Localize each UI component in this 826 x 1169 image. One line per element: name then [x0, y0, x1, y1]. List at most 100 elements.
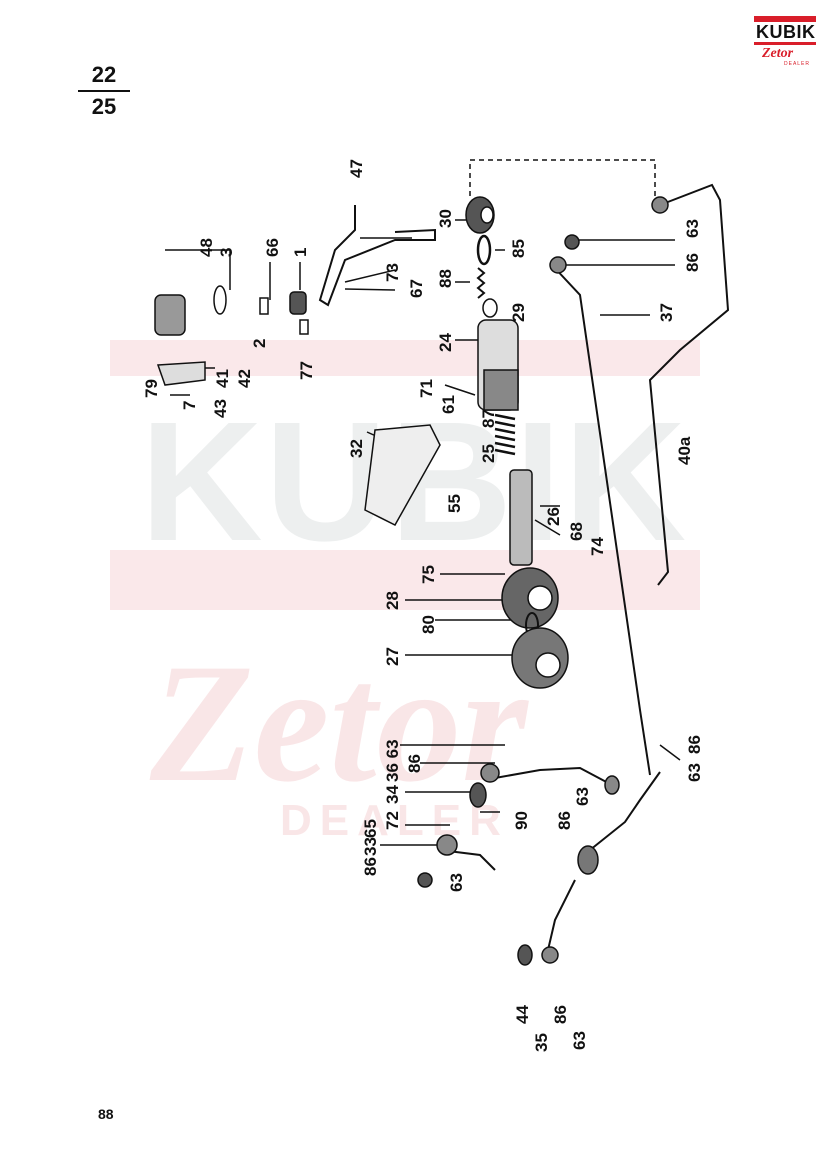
part-union: [577, 845, 599, 875]
pipe-upper-mid: [494, 766, 613, 786]
kubik-zetor-logo: KUBIK Zetor DEALER: [754, 16, 816, 68]
callout-61: 61: [439, 395, 458, 414]
pipe-lower-right: [589, 771, 661, 851]
pipe-40a: [648, 183, 730, 586]
callout-86e: 86: [555, 811, 574, 830]
callout-86a: 86: [683, 253, 702, 272]
part-34: [469, 782, 487, 808]
callout-86f: 86: [551, 1005, 570, 1024]
part-banjo-right: [604, 775, 620, 795]
part-63-left: [417, 872, 433, 888]
part-85: [476, 234, 492, 266]
part-41: [156, 361, 206, 386]
part-48: [154, 294, 186, 336]
callout-40a: 40a: [675, 436, 694, 465]
callout-86b: 86: [405, 754, 424, 773]
callout-3: 3: [217, 248, 236, 257]
part-30: [465, 196, 495, 234]
callout-72: 72: [383, 811, 402, 830]
callout-2: 2: [250, 339, 269, 348]
callout-86c: 86: [361, 857, 380, 876]
leader-73: [344, 269, 396, 283]
callout-48: 48: [197, 238, 216, 257]
part-77: [299, 319, 309, 335]
part-banjo-mid: [549, 256, 567, 274]
logo-bar-mid: [754, 42, 816, 45]
callout-37: 37: [657, 303, 676, 322]
leader-67: [344, 288, 396, 291]
callout-47: 47: [347, 159, 366, 178]
callout-43: 43: [211, 399, 230, 418]
fraction-denominator: 25: [91, 94, 117, 119]
callout-75: 75: [419, 565, 438, 584]
part-33: [436, 834, 458, 856]
lever-47: [318, 205, 436, 307]
callout-90: 90: [512, 811, 531, 830]
callout-77: 77: [297, 361, 316, 380]
callout-74: 74: [588, 537, 607, 556]
callout-44: 44: [513, 1005, 532, 1024]
callout-87: 87: [479, 409, 498, 428]
callout-27: 27: [383, 647, 402, 666]
dashed-connector: [469, 159, 656, 200]
callout-28: 28: [383, 591, 402, 610]
callout-79: 79: [142, 379, 161, 398]
callout-35: 35: [532, 1033, 551, 1052]
page-number: 88: [98, 1106, 114, 1122]
logo-brand: KUBIK: [756, 22, 816, 42]
callout-63f: 63: [570, 1031, 589, 1050]
callout-63e: 63: [573, 787, 592, 806]
callout-73: 73: [383, 263, 402, 282]
part-66: [259, 297, 269, 315]
part-88: [476, 267, 486, 299]
logo-sub: Zetor: [762, 46, 794, 61]
part-1: [289, 291, 307, 315]
callout-36-63: 36 63: [383, 739, 402, 782]
callout-55: 55: [445, 494, 464, 513]
callout-26: 26: [544, 507, 563, 526]
callout-71: 71: [417, 379, 436, 398]
part-35: [541, 946, 559, 964]
callout-80: 80: [419, 615, 438, 634]
part-36: [480, 763, 500, 783]
callout-34: 34: [383, 785, 402, 804]
callout-67: 67: [407, 279, 426, 298]
callout-88: 88: [436, 269, 455, 288]
part-banjo-top: [651, 196, 669, 214]
logo-bar-top: [754, 16, 816, 22]
pipe-37: [551, 264, 651, 776]
callout-63a: 63: [683, 219, 702, 238]
callout-25: 25: [479, 444, 498, 463]
part-bolt-63: [564, 234, 580, 250]
callout-63c: 63: [447, 873, 466, 892]
fraction-numerator: 22: [91, 62, 117, 87]
callout-30: 30: [436, 209, 455, 228]
callout-85: 85: [509, 239, 528, 258]
part-44: [517, 944, 533, 966]
part-3: [213, 285, 227, 315]
callout-29: 29: [509, 303, 528, 322]
callout-41: 41: [213, 369, 232, 388]
fraction-line: [78, 90, 130, 92]
callout-32: 32: [347, 439, 366, 458]
callout-24: 24: [436, 333, 455, 352]
page-fraction: 22 25: [78, 62, 130, 120]
leader-68: [534, 519, 561, 536]
logo-tag: DEALER: [784, 61, 811, 67]
part-26: [509, 469, 533, 566]
callout-65: 65: [361, 819, 380, 838]
leader-71: [444, 384, 476, 396]
callout-66: 66: [263, 238, 282, 257]
pipe-lower-left: [547, 879, 576, 951]
leader-86d: [659, 744, 681, 761]
callout-86d: 86: [685, 735, 704, 754]
part-25-coil: [494, 413, 516, 456]
callout-68: 68: [567, 522, 586, 541]
callout-7: 7: [180, 401, 199, 410]
callout-1: 1: [291, 248, 310, 257]
part-32: [364, 424, 441, 526]
callout-33: 33: [361, 837, 380, 856]
callout-42: 42: [235, 369, 254, 388]
callout-63d: 63: [685, 763, 704, 782]
